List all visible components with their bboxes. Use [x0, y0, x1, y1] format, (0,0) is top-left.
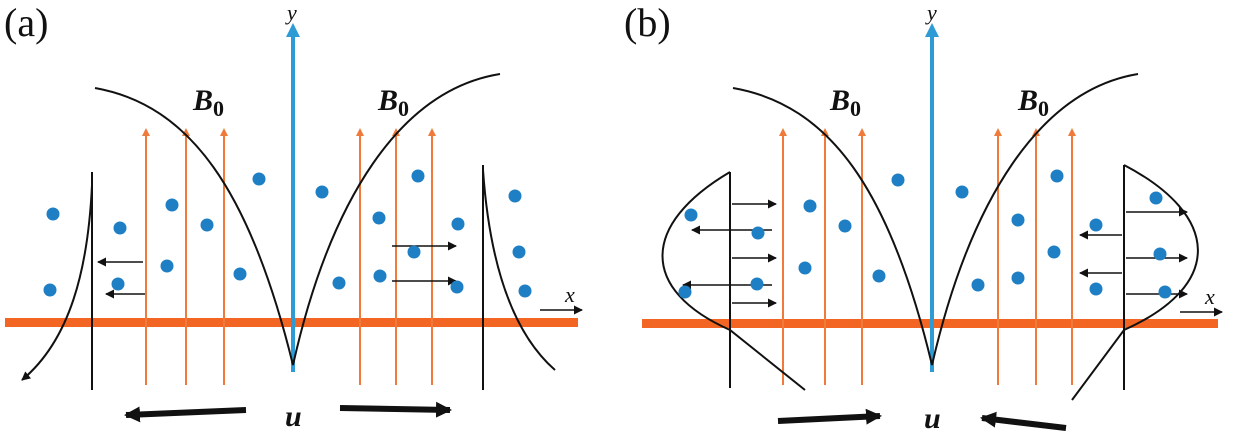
particle — [160, 259, 174, 273]
particle — [678, 285, 692, 299]
particle — [1089, 282, 1103, 296]
panel-a-u-label: u — [285, 400, 302, 433]
panel-b-field-lines — [779, 128, 1076, 385]
particle — [971, 278, 985, 292]
panel-b-u-arrow-right — [980, 411, 1067, 431]
panel-b-particles — [678, 169, 1172, 299]
particle — [798, 261, 812, 275]
particle — [113, 221, 127, 235]
panel-b-y-label: y — [925, 0, 937, 25]
particle — [451, 217, 465, 231]
particle — [200, 218, 214, 232]
particle — [411, 169, 425, 183]
particle — [315, 185, 329, 199]
panel-b-u-label: u — [924, 402, 941, 435]
particle — [1158, 285, 1172, 299]
panel-b-label: (b) — [624, 0, 671, 45]
particle — [750, 277, 764, 291]
particle — [518, 284, 532, 298]
particle — [838, 219, 852, 233]
panel-a-right-profile — [482, 169, 556, 371]
particle — [450, 280, 464, 294]
panel-b-x-label: x — [1204, 284, 1215, 309]
particle — [512, 245, 526, 259]
panel-b-velocity-arrows — [682, 199, 1188, 308]
panel-a-label: (a) — [4, 0, 48, 45]
particle — [332, 276, 346, 290]
particle — [751, 226, 765, 240]
panel-a-b-label-right: B0 — [377, 84, 409, 121]
particle — [407, 245, 421, 259]
particle — [111, 277, 125, 291]
panel-a-field-curve — [94, 73, 501, 366]
panel-a-velocity-arrows — [97, 241, 457, 299]
panel-b-b-label-left: B0 — [829, 84, 861, 121]
panel-b-right-profile — [1071, 164, 1199, 401]
panel-b-u-arrow-left — [777, 408, 882, 425]
panel-b-b-label-right: B0 — [1017, 84, 1049, 121]
particle — [1047, 245, 1061, 259]
panel-a-b-label-left: B0 — [192, 84, 224, 121]
panel-a-u-arrow-left — [124, 406, 247, 423]
particle — [252, 172, 266, 186]
panel-a-particles — [43, 169, 532, 298]
particle — [372, 211, 386, 225]
particle — [803, 199, 817, 213]
particle — [373, 269, 387, 283]
particle — [165, 198, 179, 212]
particle — [1011, 213, 1025, 227]
panel-b-left-profile — [661, 171, 806, 391]
particle — [43, 283, 57, 297]
particle — [955, 185, 969, 199]
particle — [1011, 271, 1025, 285]
particle — [891, 173, 905, 187]
particle — [233, 267, 247, 281]
particle — [1153, 247, 1167, 261]
particle — [46, 207, 60, 221]
panel-a-y-label: y — [285, 0, 297, 25]
particle — [1050, 169, 1064, 183]
panel-b: (b) y x — [624, 0, 1223, 435]
particle — [872, 269, 886, 283]
panel-b-field-curve — [732, 73, 1139, 366]
particle — [508, 189, 522, 203]
panel-a-field-lines — [142, 128, 436, 385]
panel-a: (a) y x — [4, 0, 583, 433]
particle — [684, 208, 698, 222]
panel-a-u-arrow-right — [339, 401, 452, 418]
panel-a-left-profile — [21, 184, 93, 381]
particle — [1089, 218, 1103, 232]
particle — [1149, 191, 1163, 205]
panel-a-x-label: x — [564, 282, 575, 307]
